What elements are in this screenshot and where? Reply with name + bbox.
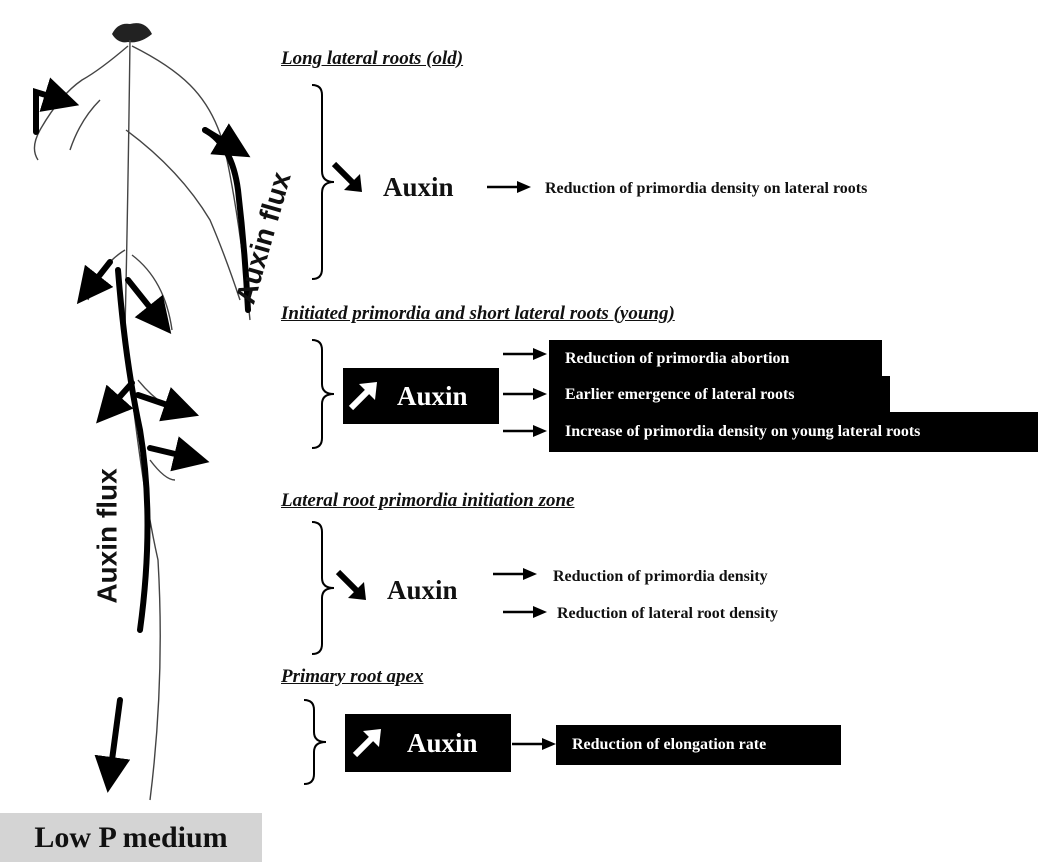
section-heading: Primary root apex xyxy=(281,666,424,688)
medium-label: Low P medium xyxy=(0,813,262,862)
right-arrow-icon xyxy=(503,347,547,361)
section-heading: Lateral root primordia initiation zone xyxy=(281,490,575,512)
effect-text: Reduction of primordia density xyxy=(553,568,768,586)
section-heading: Long lateral roots (old) xyxy=(281,48,463,70)
right-arrow-icon xyxy=(503,605,547,619)
brace xyxy=(308,338,338,450)
right-arrow-icon xyxy=(512,737,556,751)
effect-box: Reduction of elongation rate xyxy=(556,725,841,765)
auxin-label: Auxin xyxy=(407,728,478,759)
seed-shape xyxy=(112,23,152,42)
decrease-arrow-icon xyxy=(334,568,370,604)
auxin-label: Auxin xyxy=(383,172,454,203)
increase-arrow-icon xyxy=(349,725,385,761)
effect-text: Reduction of lateral root density xyxy=(557,605,778,623)
effect-box: Earlier emergence of lateral roots xyxy=(549,376,890,414)
auxin-flux-paths xyxy=(36,92,248,775)
auxin-label: Auxin xyxy=(387,575,458,606)
decrease-arrow-icon xyxy=(330,160,366,196)
root-system-illustration xyxy=(0,0,300,810)
primary-auxin-flux-label: Auxin flux xyxy=(92,468,124,603)
auxin-increase-box: Auxin xyxy=(343,368,499,424)
increase-arrow-icon xyxy=(345,378,381,414)
effect-box: Increase of primordia density on young l… xyxy=(549,412,1038,452)
brace xyxy=(300,698,330,786)
auxin-label: Auxin xyxy=(397,381,468,412)
effect-text: Reduction of primordia density on latera… xyxy=(545,180,867,198)
auxin-increase-box: Auxin xyxy=(345,714,511,772)
right-arrow-icon xyxy=(487,180,531,194)
effect-box: Reduction of primordia abortion xyxy=(549,340,882,378)
right-arrow-icon xyxy=(503,424,547,438)
right-arrow-icon xyxy=(493,567,537,581)
right-arrow-icon xyxy=(503,387,547,401)
thin-roots xyxy=(34,40,250,800)
section-heading: Initiated primordia and short lateral ro… xyxy=(281,303,675,325)
